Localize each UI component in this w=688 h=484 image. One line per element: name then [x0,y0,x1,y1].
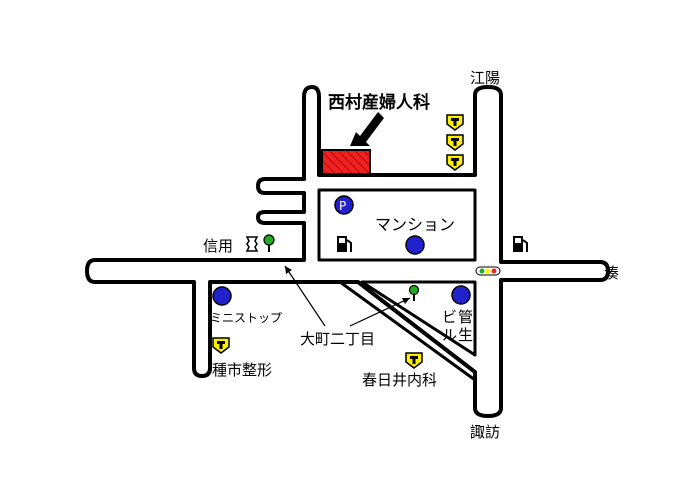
label-tanaichi: 種市整形 [212,361,272,379]
blue-marker-icon [212,286,232,306]
arrow-icon [350,112,384,146]
label-kan-2: 生 [458,326,473,344]
gas-station-icon [513,236,528,252]
label-east: 湊 [604,264,619,282]
hospital-title: 西村産婦人科 [328,92,430,113]
label-kasugai: 春日井内科 [362,371,437,389]
traffic-light-icon [475,266,501,276]
label-north: 江陽 [470,69,500,87]
city-block-triangle [360,280,477,357]
label-ministop: ミニストップ [210,311,282,325]
tree-icon [408,284,420,301]
parking-icon [334,195,354,215]
parking-label: P [339,199,346,213]
yellow-marker-icon [405,352,423,369]
label-biru-1: ビ [442,308,457,326]
label-biru-2: ル [442,326,457,344]
bank-icon [245,236,259,252]
label-omachi: 大町二丁目 [300,330,375,348]
pointer-line [284,265,326,327]
tree-icon [263,234,275,252]
label-shinyo: 信用 [203,237,233,255]
blue-marker-icon [405,235,425,255]
pointer-arrowhead [402,298,410,304]
pointer-line [349,297,411,327]
label-kan-1: 管 [458,308,473,326]
label-mansion: マンション [375,215,455,234]
yellow-marker-icon [446,134,464,151]
yellow-marker-group [446,114,464,171]
hospital-building [321,149,371,175]
yellow-marker-icon [446,154,464,171]
road-network [85,85,610,418]
blue-marker-icon [451,285,471,305]
label-south: 諏訪 [470,423,500,441]
yellow-marker-icon [212,337,230,354]
gas-station-icon [337,236,352,252]
pointer-arrowhead [285,266,292,274]
yellow-marker-icon [446,114,464,131]
road-diagonal-edge [339,280,476,382]
